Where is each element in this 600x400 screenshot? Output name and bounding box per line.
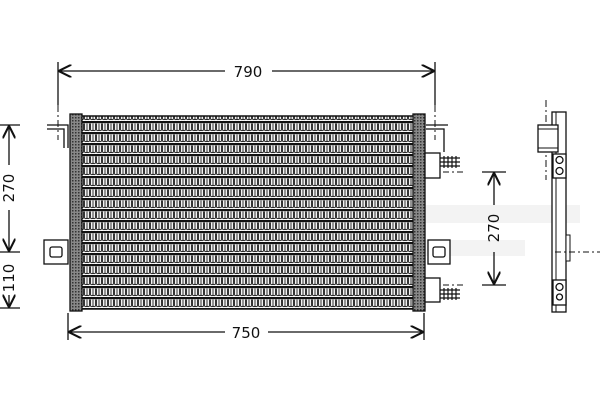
dim-label-110: 110 <box>0 264 18 293</box>
left-bracket-mid <box>43 239 69 265</box>
dim-label-790: 790 <box>234 63 263 81</box>
right-bracket-top <box>426 124 448 152</box>
right-bracket-mid <box>427 239 451 265</box>
dim-label-750: 750 <box>232 324 261 342</box>
left-bracket-top <box>47 124 69 148</box>
dimension-core-width: 750 <box>67 313 425 342</box>
dimension-left-heights: 270 110 <box>0 124 20 309</box>
inlet-fitting <box>424 152 465 179</box>
condenser-core <box>69 113 426 312</box>
dimension-overall-width: 790 <box>57 62 436 140</box>
left-tank <box>69 113 83 312</box>
right-tank <box>412 113 426 312</box>
dim-label-270-right: 270 <box>485 214 503 243</box>
dimension-port-spacing: 270 <box>482 171 506 286</box>
side-view <box>537 100 600 313</box>
dim-label-270-left: 270 <box>0 174 18 203</box>
outlet-fitting <box>424 277 465 303</box>
